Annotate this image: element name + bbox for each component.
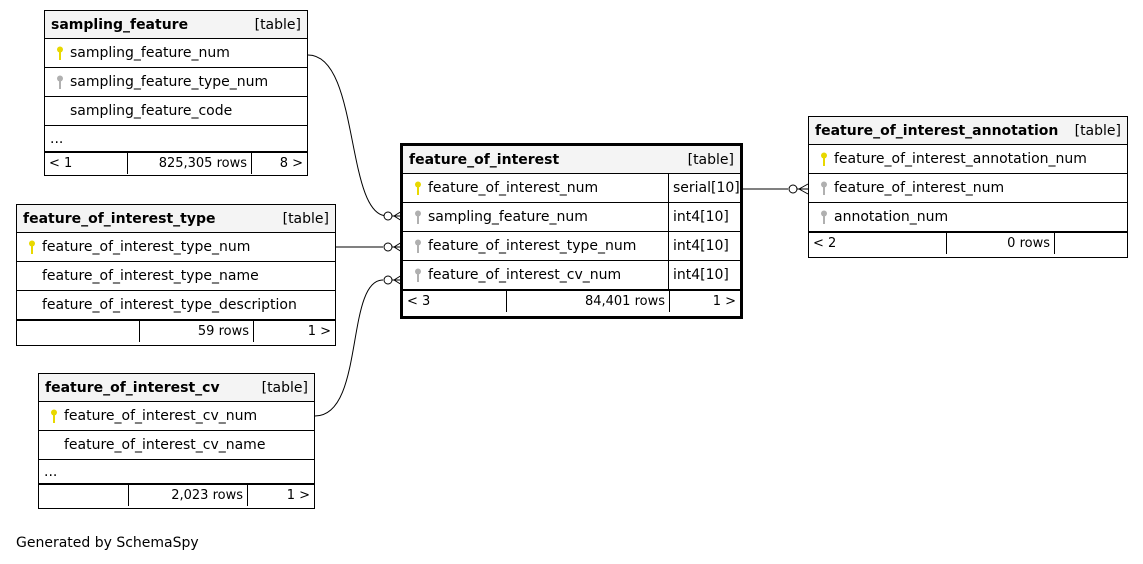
table-name: feature_of_interest_cv <box>45 379 220 396</box>
children-count[interactable] <box>1055 233 1127 254</box>
table-kind: [table] <box>261 379 308 396</box>
table-header: feature_of_interest_cv [table] <box>39 374 314 402</box>
primary-key-icon <box>408 181 428 195</box>
column-name: feature_of_interest_type_name <box>42 268 259 284</box>
column-row[interactable]: feature_of_interest_num serial[10] <box>403 174 740 203</box>
table-kind: [table] <box>282 210 329 227</box>
column-row[interactable]: annotation_num <box>809 203 1127 232</box>
primary-key-icon <box>22 240 42 254</box>
table-footer: 59 rows 1 > <box>17 320 335 342</box>
column-name: feature_of_interest_annotation_num <box>834 151 1087 167</box>
parents-count[interactable]: < 3 <box>403 291 507 312</box>
link-optional-marker <box>383 275 393 285</box>
column-type: int4[10] <box>668 261 740 289</box>
table-feature-of-interest[interactable]: feature_of_interest [table] feature_of_i… <box>400 143 743 319</box>
column-name: annotation_num <box>834 209 949 225</box>
column-name: sampling_feature_type_num <box>70 74 269 90</box>
foreign-key-icon <box>408 239 428 253</box>
table-feature-of-interest-cv[interactable]: feature_of_interest_cv [table] feature_o… <box>38 373 315 509</box>
column-name: feature_of_interest_cv_num <box>64 408 258 424</box>
table-sampling-feature[interactable]: sampling_feature [table] sampling_featur… <box>44 10 308 176</box>
foreign-key-icon <box>814 210 834 224</box>
table-header: feature_of_interest_annotation [table] <box>809 117 1127 145</box>
primary-key-icon <box>814 152 834 166</box>
foreign-key-icon <box>50 75 70 89</box>
column-row[interactable]: sampling_feature_type_num <box>45 68 307 97</box>
table-kind: [table] <box>687 151 734 168</box>
column-row[interactable]: sampling_feature_num int4[10] <box>403 203 740 232</box>
column-row[interactable]: feature_of_interest_type_num <box>17 233 335 262</box>
table-feature-of-interest-annotation[interactable]: feature_of_interest_annotation [table] f… <box>808 116 1128 258</box>
row-count: 0 rows <box>947 233 1055 254</box>
column-name: sampling_feature_num <box>428 209 588 225</box>
column-row[interactable]: sampling_feature_code <box>45 97 307 126</box>
children-count[interactable]: 1 > <box>712 294 736 309</box>
link-optional-marker <box>383 242 393 252</box>
children-count[interactable]: 1 > <box>307 324 331 339</box>
column-row[interactable]: sampling_feature_num <box>45 39 307 68</box>
foreign-key-icon <box>408 268 428 282</box>
table-kind: [table] <box>1074 122 1121 139</box>
parents-count[interactable] <box>17 321 140 342</box>
row-count: 825,305 rows <box>128 153 252 174</box>
column-row-more: ... <box>45 126 307 152</box>
row-count: 59 rows <box>140 321 254 342</box>
column-name: feature_of_interest_cv_name <box>64 437 266 453</box>
table-kind: [table] <box>254 16 301 33</box>
column-type: int4[10] <box>668 203 740 231</box>
table-name: feature_of_interest <box>409 151 560 168</box>
column-row[interactable]: feature_of_interest_type_num int4[10] <box>403 232 740 261</box>
more-columns: ... <box>44 463 58 480</box>
table-footer: < 1 825,305 rows 8 > <box>45 152 307 174</box>
more-columns: ... <box>50 130 64 147</box>
table-name: feature_of_interest_annotation <box>815 122 1059 139</box>
table-footer: < 2 0 rows <box>809 232 1127 254</box>
children-count[interactable]: 8 > <box>279 156 303 171</box>
foreign-key-icon <box>814 181 834 195</box>
column-name: feature_of_interest_num <box>428 180 599 196</box>
primary-key-icon <box>50 46 70 60</box>
children-count[interactable]: 1 > <box>286 488 310 503</box>
column-row[interactable]: feature_of_interest_annotation_num <box>809 145 1127 174</box>
link-sampling-feature <box>307 54 388 217</box>
column-row-more: ... <box>39 460 314 484</box>
foreign-key-icon <box>408 210 428 224</box>
column-type: int4[10] <box>668 232 740 260</box>
column-row[interactable]: feature_of_interest_type_description <box>17 291 335 320</box>
table-footer: < 3 84,401 rows 1 > <box>403 290 740 312</box>
column-row[interactable]: feature_of_interest_cv_num <box>39 402 314 431</box>
primary-key-icon <box>44 409 64 423</box>
column-name: sampling_feature_code <box>70 103 233 119</box>
column-name: feature_of_interest_type_description <box>42 297 297 313</box>
table-header: sampling_feature [table] <box>45 11 307 39</box>
table-header: feature_of_interest_type [table] <box>17 205 335 233</box>
column-name: feature_of_interest_num <box>834 180 1005 196</box>
link-optional-marker <box>788 184 798 194</box>
link-crowfoot-marker <box>797 183 809 195</box>
column-name: feature_of_interest_type_num <box>42 239 251 255</box>
column-row[interactable]: feature_of_interest_num <box>809 174 1127 203</box>
generated-by-label: Generated by SchemaSpy <box>16 535 199 551</box>
column-name: feature_of_interest_type_num <box>428 238 637 254</box>
column-type: serial[10] <box>668 174 740 202</box>
column-row[interactable]: feature_of_interest_type_name <box>17 262 335 291</box>
row-count: 84,401 rows <box>507 291 670 312</box>
table-feature-of-interest-type[interactable]: feature_of_interest_type [table] feature… <box>16 204 336 346</box>
table-name: feature_of_interest_type <box>23 210 216 227</box>
column-row[interactable]: feature_of_interest_cv_name <box>39 431 314 460</box>
parents-count[interactable]: < 2 <box>809 233 947 254</box>
row-count: 2,023 rows <box>129 485 248 506</box>
column-row[interactable]: feature_of_interest_cv_num int4[10] <box>403 261 740 290</box>
parents-count[interactable] <box>39 485 129 506</box>
column-name: sampling_feature_num <box>70 45 230 61</box>
table-name: sampling_feature <box>51 16 189 33</box>
parents-count[interactable]: < 1 <box>45 153 128 174</box>
link-optional-marker <box>383 211 393 221</box>
column-name: feature_of_interest_cv_num <box>428 267 622 283</box>
table-footer: 2,023 rows 1 > <box>39 484 314 506</box>
link-feature-of-interest-cv <box>314 279 384 417</box>
table-header: feature_of_interest [table] <box>403 146 740 174</box>
